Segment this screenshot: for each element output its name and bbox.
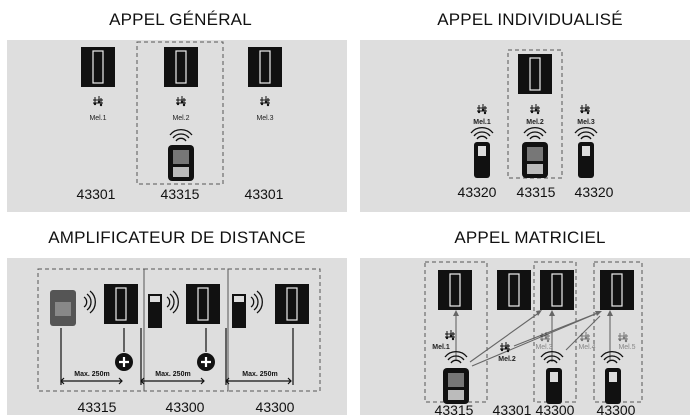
door-unit-2 — [185, 283, 221, 325]
melody-label-3: Mel.3 — [535, 344, 553, 351]
code-label-1: 43320 — [457, 184, 497, 200]
code-label-2: 43300 — [165, 399, 205, 415]
melody-label-1: Mel.1 — [89, 115, 107, 122]
door-unit-3 — [247, 46, 283, 88]
waves-icon-2 — [523, 127, 547, 140]
door-unit-2 — [163, 46, 199, 88]
title-individual: APPEL INDIVIDUALISÉ — [437, 10, 623, 29]
waves-icon-1 — [470, 127, 494, 140]
melody-label-2: Mel.2 — [172, 115, 190, 122]
receiver-2 — [522, 142, 548, 178]
door-unit-1 — [80, 46, 116, 88]
code-label-1: 43315 — [434, 402, 474, 418]
melody-label-2: Mel.2 — [498, 356, 516, 363]
melody-icon-3 — [259, 95, 271, 107]
waves-icon-3 — [574, 127, 598, 140]
code-label-3: 43301 — [244, 186, 284, 202]
melody-icon-2 — [175, 95, 187, 107]
melody-label-1: Mel.1 — [473, 119, 491, 126]
code-label-1: 43315 — [77, 399, 117, 415]
code-label-3: 43300 — [535, 402, 575, 418]
door-unit-1 — [437, 269, 473, 311]
waves-icon — [600, 351, 624, 364]
melody-label-3: Mel.3 — [256, 115, 274, 122]
receiver-1 — [474, 142, 490, 178]
code-label-3: 43300 — [255, 399, 295, 415]
receiver-2 — [546, 368, 562, 404]
title-matrix: APPEL MATRICIEL — [454, 228, 606, 247]
title-amplifier: AMPLIFICATEUR DE DISTANCE — [48, 228, 306, 247]
code-label-4: 43300 — [596, 402, 636, 418]
receiver-3 — [605, 368, 621, 404]
melody-icon-1 — [444, 329, 456, 341]
melody-label-3: Mel.3 — [577, 119, 595, 126]
repeater-1 — [148, 294, 162, 328]
melody-icon-1 — [476, 103, 488, 115]
distance-label-2: Max. 250m — [155, 371, 191, 378]
receiver-3 — [578, 142, 594, 178]
title-general: APPEL GÉNÉRAL — [109, 10, 252, 29]
door-unit-3 — [539, 269, 575, 311]
door-unit-2 — [496, 269, 532, 311]
code-label-2: 43315 — [160, 186, 200, 202]
portable-receiver — [168, 145, 194, 181]
group-frame — [136, 41, 224, 185]
repeater-2 — [232, 294, 246, 328]
waves-icon — [169, 129, 193, 142]
code-label-2: 43315 — [516, 184, 556, 200]
code-label-2: 43301 — [492, 402, 532, 418]
door-unit-3 — [274, 283, 310, 325]
door-unit-1 — [103, 283, 139, 325]
melody-label-4: Mel.4 — [578, 344, 596, 351]
melody-icon-2 — [499, 341, 511, 353]
code-label-3: 43320 — [574, 184, 614, 200]
melody-label-1: Mel.1 — [432, 344, 450, 351]
distance-label-3: Max. 250m — [242, 371, 278, 378]
code-label-1: 43301 — [76, 186, 116, 202]
melody-icon-1 — [92, 95, 104, 107]
melody-label-2: Mel.2 — [526, 119, 544, 126]
distance-label-1: Max. 250m — [74, 371, 110, 378]
door-unit — [517, 53, 553, 95]
door-unit-4 — [599, 269, 635, 311]
receiver-1 — [443, 368, 469, 404]
melody-icon-2 — [529, 103, 541, 115]
melody-icon-3 — [579, 103, 591, 115]
melody-label-5: Mel.5 — [618, 344, 636, 351]
